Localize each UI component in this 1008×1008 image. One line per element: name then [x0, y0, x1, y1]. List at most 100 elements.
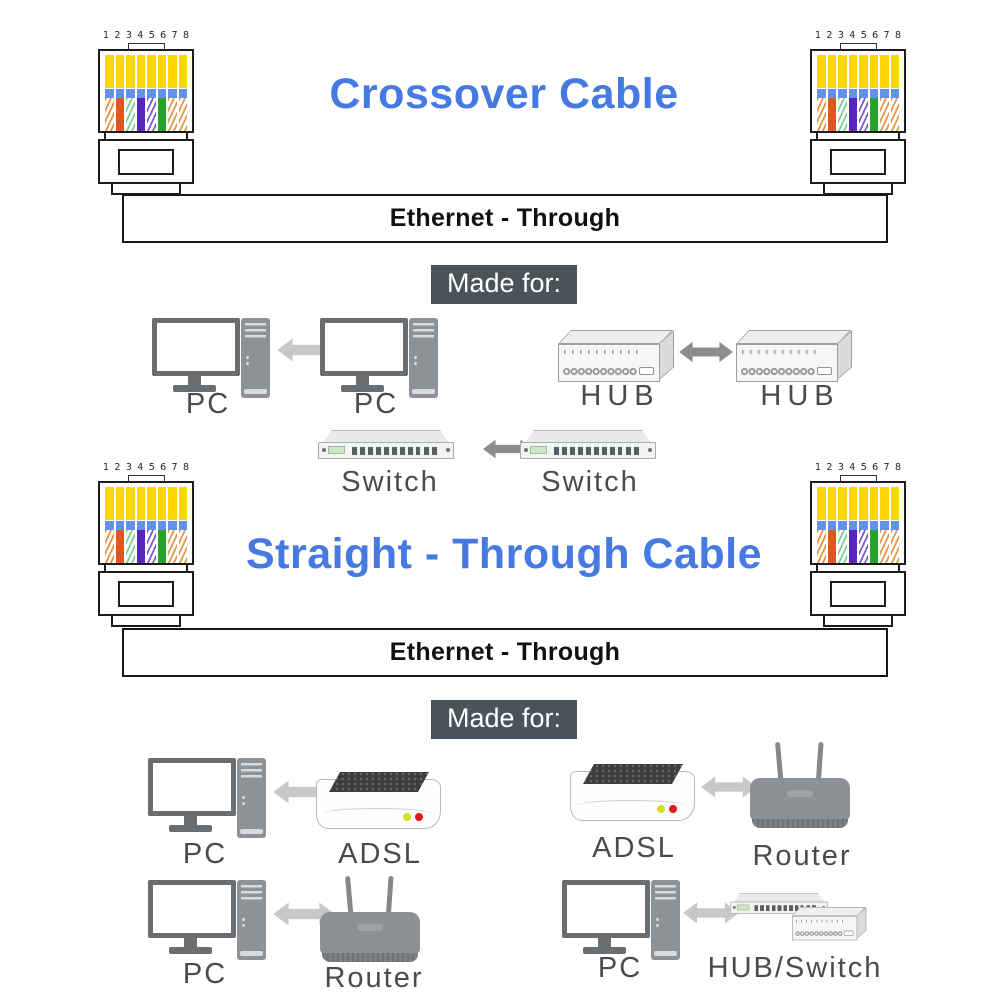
pin-band: [890, 521, 899, 530]
wire-striped-orange: [105, 530, 114, 563]
device-label-router: Router: [324, 962, 424, 994]
connector-window: [830, 148, 886, 175]
device-label-hub: HUB: [760, 380, 840, 412]
pin-band: [136, 521, 145, 530]
hub-front-face: [558, 344, 660, 382]
hub-icon: [736, 330, 854, 386]
pin-column: [178, 487, 187, 563]
led-yellow: [657, 805, 665, 813]
pin-column: [115, 487, 124, 563]
connector-neck: [104, 565, 188, 571]
hub-leds: [564, 350, 644, 354]
pin-contact: [178, 55, 187, 88]
monitor-base: [173, 385, 216, 392]
pin-column: [126, 487, 135, 563]
router-body: [320, 912, 420, 954]
pin-number: 3: [125, 30, 132, 41]
wire-solid-orange: [827, 98, 836, 131]
made-for-badge: Made for:: [430, 700, 578, 739]
router-logo: [357, 924, 383, 931]
pin-band: [157, 89, 166, 98]
pin-band: [157, 521, 166, 530]
adsl-modem-icon: [570, 762, 695, 824]
connector-head: [98, 49, 194, 133]
hub-leds: [742, 350, 822, 354]
monitor-base: [583, 947, 626, 954]
pin-contact: [147, 55, 156, 88]
made-for-badge: Made for:: [430, 265, 578, 304]
pin-column: [147, 55, 156, 131]
pin-number: 1: [815, 30, 822, 41]
pin-column: [136, 487, 145, 563]
pin-number: 4: [137, 462, 144, 473]
pin-column: [817, 55, 826, 131]
pin-number: 2: [826, 462, 833, 473]
tower: [237, 880, 266, 960]
pin-column: [105, 487, 114, 563]
pin-column: [157, 487, 166, 563]
monitor-stand: [184, 815, 197, 826]
hub-ports: [741, 367, 815, 376]
pair-bracket-icon: [840, 43, 877, 49]
wire-striped-orange: [105, 98, 114, 131]
router-icon: [320, 875, 420, 964]
monitor-stand: [184, 937, 197, 948]
wire-striped-purple: [859, 98, 868, 131]
tower-dot: [656, 918, 659, 921]
pin-band: [168, 89, 177, 98]
pin-number: 4: [849, 30, 856, 41]
switch-screw: [732, 905, 736, 909]
pin-column: [126, 55, 135, 131]
adsl-modem-icon: [316, 770, 441, 832]
pin-contact: [817, 55, 826, 88]
wire-striped-purple: [147, 530, 156, 563]
pin-contact: [827, 55, 836, 88]
monitor-stand: [188, 375, 201, 386]
switch-top-face: [323, 430, 449, 443]
wire-solid-green: [869, 98, 878, 131]
device-label-pc: PC: [597, 952, 643, 984]
device-label-hub-switch: HUB/Switch: [707, 952, 883, 984]
connector-head: [98, 481, 194, 565]
router-base: [322, 953, 418, 962]
tower-dot: [242, 802, 245, 805]
pin-column: [890, 487, 899, 563]
pin-band: [105, 89, 114, 98]
switch-ports: [424, 446, 440, 455]
router-base: [752, 819, 848, 828]
switch-label-plate: [328, 446, 345, 454]
pin-number: 2: [114, 462, 121, 473]
router-logo: [787, 790, 813, 797]
connector-neck: [816, 565, 900, 571]
pin-band: [126, 521, 135, 530]
pin-contact: [890, 487, 899, 520]
pin-contact: [178, 487, 187, 520]
double-arrow-icon: [272, 898, 336, 930]
wire-striped-brown: [880, 530, 889, 563]
pin-band: [126, 89, 135, 98]
pin-column: [848, 487, 857, 563]
pair-bracket-icon: [128, 475, 165, 481]
pin-number: 7: [883, 462, 890, 473]
tower-dot: [242, 918, 245, 921]
pin-column: [147, 487, 156, 563]
device-label-adsl: ADSL: [592, 832, 676, 864]
pin-contact: [827, 487, 836, 520]
monitor: [152, 318, 240, 376]
wire-solid-green: [157, 98, 166, 131]
pin-column: [115, 55, 124, 131]
pin-number: 4: [137, 30, 144, 41]
led-red: [669, 805, 677, 813]
pin-number: 5: [860, 30, 867, 41]
tower: [237, 758, 266, 838]
wire-striped-brown: [168, 98, 177, 131]
hub-top-face: [736, 330, 852, 344]
switch-screw: [524, 448, 528, 452]
switch-screw: [322, 448, 326, 452]
wire-striped-orange: [817, 98, 826, 131]
pin-contact: [848, 55, 857, 88]
